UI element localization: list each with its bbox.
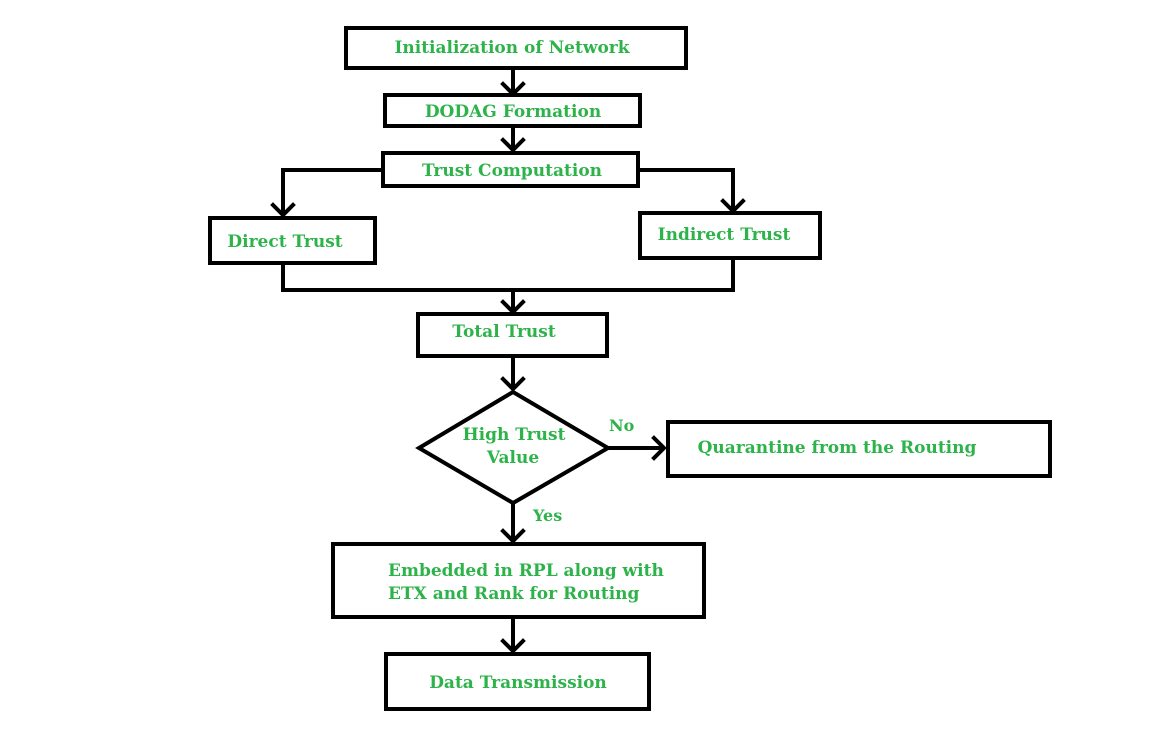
node-total-trust: Total Trust: [416, 312, 609, 358]
node-direct-trust-label: Direct Trust: [227, 232, 342, 252]
arrowhead-direct: [270, 202, 296, 218]
node-dodag: DODAG Formation: [383, 93, 642, 128]
node-direct-trust-box: [208, 216, 377, 265]
decision-label-line2: Value: [486, 448, 539, 468]
node-data-transmission-box: [384, 652, 651, 711]
arrowhead-quarantine: [651, 435, 667, 461]
node-quarantine-label: Quarantine from the Routing: [698, 438, 977, 458]
node-indirect-trust-label: Indirect Trust: [658, 225, 791, 245]
node-total-trust-box: [416, 312, 609, 358]
node-init-box: [344, 26, 688, 70]
node-trust-computation-box: [381, 151, 640, 188]
decision-label-line1: High Trust: [463, 425, 566, 445]
node-trust-computation: Trust Computation: [381, 151, 640, 188]
edge-trustcomp-indirect: [638, 168, 735, 211]
node-embedded: Embedded in RPL along with ETX and Rank …: [331, 542, 706, 619]
arrowhead-datatx: [500, 638, 526, 654]
node-embedded-label-line2: ETX and Rank for Routing: [388, 584, 640, 604]
decision-diamond: [415, 389, 612, 506]
node-data-transmission-label: Data Transmission: [429, 673, 607, 693]
arrowhead-decision: [500, 376, 526, 392]
arrowhead-embedded: [500, 528, 526, 544]
node-trust-computation-label: Trust Computation: [422, 161, 602, 181]
node-quarantine: Quarantine from the Routing: [666, 420, 1052, 478]
node-total-trust-label: Total Trust: [452, 322, 556, 342]
node-quarantine-box: [666, 420, 1052, 478]
edge-merge: [281, 258, 735, 292]
node-data-transmission: Data Transmission: [384, 652, 651, 711]
connectors: [270, 68, 746, 654]
node-dodag-box: [383, 93, 642, 128]
edge-label-yes: Yes: [532, 506, 562, 525]
arrowhead-trustcomp: [500, 137, 526, 153]
node-dodag-label: DODAG Formation: [425, 102, 601, 122]
node-indirect-trust: Indirect Trust: [638, 211, 822, 260]
node-indirect-trust-box: [638, 211, 822, 260]
edge-trustcomp-direct: [281, 168, 383, 215]
node-init-label: Initialization of Network: [394, 38, 630, 58]
edge-label-no: No: [609, 416, 635, 435]
node-embedded-label-line1: Embedded in RPL along with: [388, 561, 664, 581]
node-direct-trust: Direct Trust: [208, 216, 377, 265]
node-decision: High Trust Value: [415, 389, 612, 506]
node-init: Initialization of Network: [344, 26, 688, 70]
node-embedded-box: [331, 542, 706, 619]
